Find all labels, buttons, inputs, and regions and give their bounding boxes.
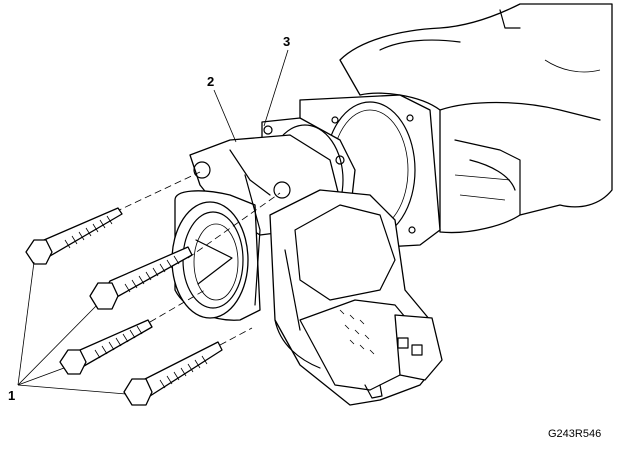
callout-3-gasket: 3: [283, 34, 290, 49]
bolt-lower-left: [59, 319, 153, 375]
intake-manifold: [339, 3, 613, 234]
bolt-upper-left: [25, 207, 123, 265]
figure-code: G243R546: [548, 428, 601, 440]
throttle-actuator-housing: [269, 189, 443, 406]
callout-2-throttle-body: 2: [207, 74, 214, 89]
bolt-lower-right: [123, 341, 223, 406]
leader-lines: [17, 49, 289, 395]
bolt-upper-right: [89, 246, 193, 310]
callout-1-bolts: 1: [8, 388, 15, 403]
bolt-alignment-lines: [114, 171, 281, 346]
